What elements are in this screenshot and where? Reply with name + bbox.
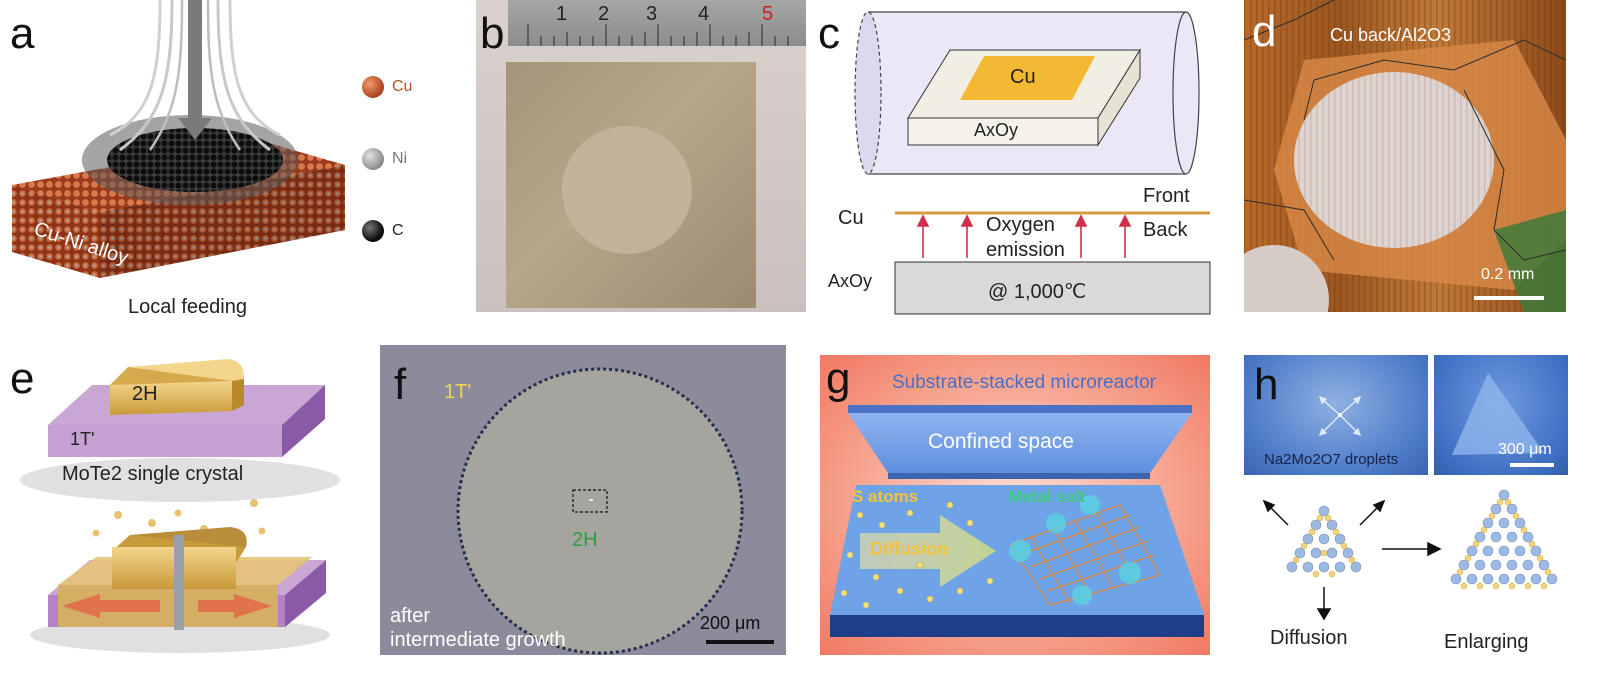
panel-label-b: b — [480, 9, 505, 58]
panel-label-g: g — [826, 355, 851, 403]
scalebar-d — [1474, 296, 1544, 300]
panel-b: 1 2 3 4 5 b — [476, 0, 806, 312]
scalebar-f — [706, 640, 774, 644]
alloy-illustration — [12, 0, 345, 278]
oxygen-label: Oxygen — [986, 214, 1055, 236]
c-atom-icon — [362, 220, 384, 242]
panel-label-e: e — [10, 354, 35, 403]
cu-side-label: Cu — [838, 207, 864, 229]
temperature-label: @ 1,000℃ — [988, 281, 1087, 303]
droplet-arrows — [1318, 395, 1362, 437]
droplets-micrograph — [1244, 355, 1428, 475]
scalebar-h-label: 300 μm — [1498, 441, 1552, 458]
ruler-tick-1: 1 — [556, 3, 568, 25]
scalebar-f-label: 200 μm — [700, 613, 761, 633]
panel-c: c Cu AxOy Cu Front Back Oxygen emission … — [810, 0, 1230, 330]
ruler-tick-2: 2 — [598, 3, 610, 25]
legend-label-ni: Ni — [392, 150, 408, 167]
diffusion-label-g: Diffusion — [870, 539, 948, 559]
panel-d: d Cu back/Al2O3 0.2 mm — [1244, 0, 1566, 312]
growth-note-line2: intermediate growth — [390, 629, 566, 651]
growth-schematic — [1262, 489, 1558, 621]
panel-h: h Na2Mo2O7 droplets 300 μm — [1244, 355, 1568, 678]
mote2-illustration — [20, 359, 340, 653]
panel-label-f: f — [394, 360, 407, 409]
legend-label-c: C — [392, 222, 404, 239]
cu-atom-icon — [362, 76, 384, 98]
s-atoms-label: S atoms — [852, 487, 919, 506]
phase-2h-label-f: 2H — [572, 529, 598, 551]
enlarging-label: Enlarging — [1444, 631, 1529, 653]
front-label: Front — [1143, 185, 1190, 207]
scalebar-h — [1510, 463, 1554, 467]
legend-label-cu: Cu — [392, 78, 413, 95]
ruler-tick-3: 3 — [646, 3, 658, 25]
phase-2h-label: 2H — [132, 383, 158, 405]
microreactor-illustration — [820, 355, 1210, 655]
metal-salt-label: Metal salt — [1008, 487, 1086, 506]
phase-1t-label-f: 1T' — [444, 381, 472, 403]
mote2-caption: MoTe2 single crystal — [62, 463, 244, 485]
emission-label: emission — [986, 239, 1065, 261]
ruler: 1 2 3 4 5 — [508, 0, 806, 46]
optical-micrograph — [1244, 0, 1566, 312]
ruler-ticks — [527, 24, 789, 46]
microreactor-title: Substrate-stacked microreactor — [892, 372, 1156, 393]
crystal-triangle — [1452, 373, 1544, 455]
ni-atom-icon — [362, 148, 384, 170]
panel-label-d: d — [1252, 7, 1277, 56]
local-feeding-caption: Local feeding — [128, 296, 247, 318]
panel-label-c: c — [818, 9, 840, 58]
phase-1t-label: 1T' — [70, 429, 95, 449]
panel-a: a — [0, 0, 440, 330]
ruler-tick-4: 4 — [698, 3, 710, 25]
growth-note-line1: after — [390, 605, 431, 627]
growth-micrograph — [456, 367, 744, 655]
back-label: Back — [1143, 219, 1188, 241]
panel-g: g Substrate-stacked microreactor Confine… — [820, 355, 1210, 655]
panel-f: f 1T' 2H after intermediate growth 200 μ… — [380, 345, 786, 655]
scalebar-d-label: 0.2 mm — [1481, 266, 1535, 283]
micrograph-title: Cu back/Al2O3 — [1330, 25, 1452, 45]
single-crystal-region — [562, 126, 692, 254]
ruler-tick-5: 5 — [762, 3, 774, 25]
diffusion-label-h: Diffusion — [1270, 627, 1348, 649]
cu-foil-label: Cu — [1010, 66, 1036, 88]
panel-label-a: a — [10, 9, 35, 58]
panel-label-h: h — [1254, 360, 1279, 409]
confined-space-label: Confined space — [928, 430, 1074, 453]
substrate-side-label: AxOy — [828, 271, 873, 291]
droplets-label: Na2Mo2O7 droplets — [1264, 451, 1399, 468]
substrate-box-label: AxOy — [974, 120, 1019, 140]
furnace-schematic — [854, 11, 1211, 315]
panel-e: e — [0, 345, 340, 678]
